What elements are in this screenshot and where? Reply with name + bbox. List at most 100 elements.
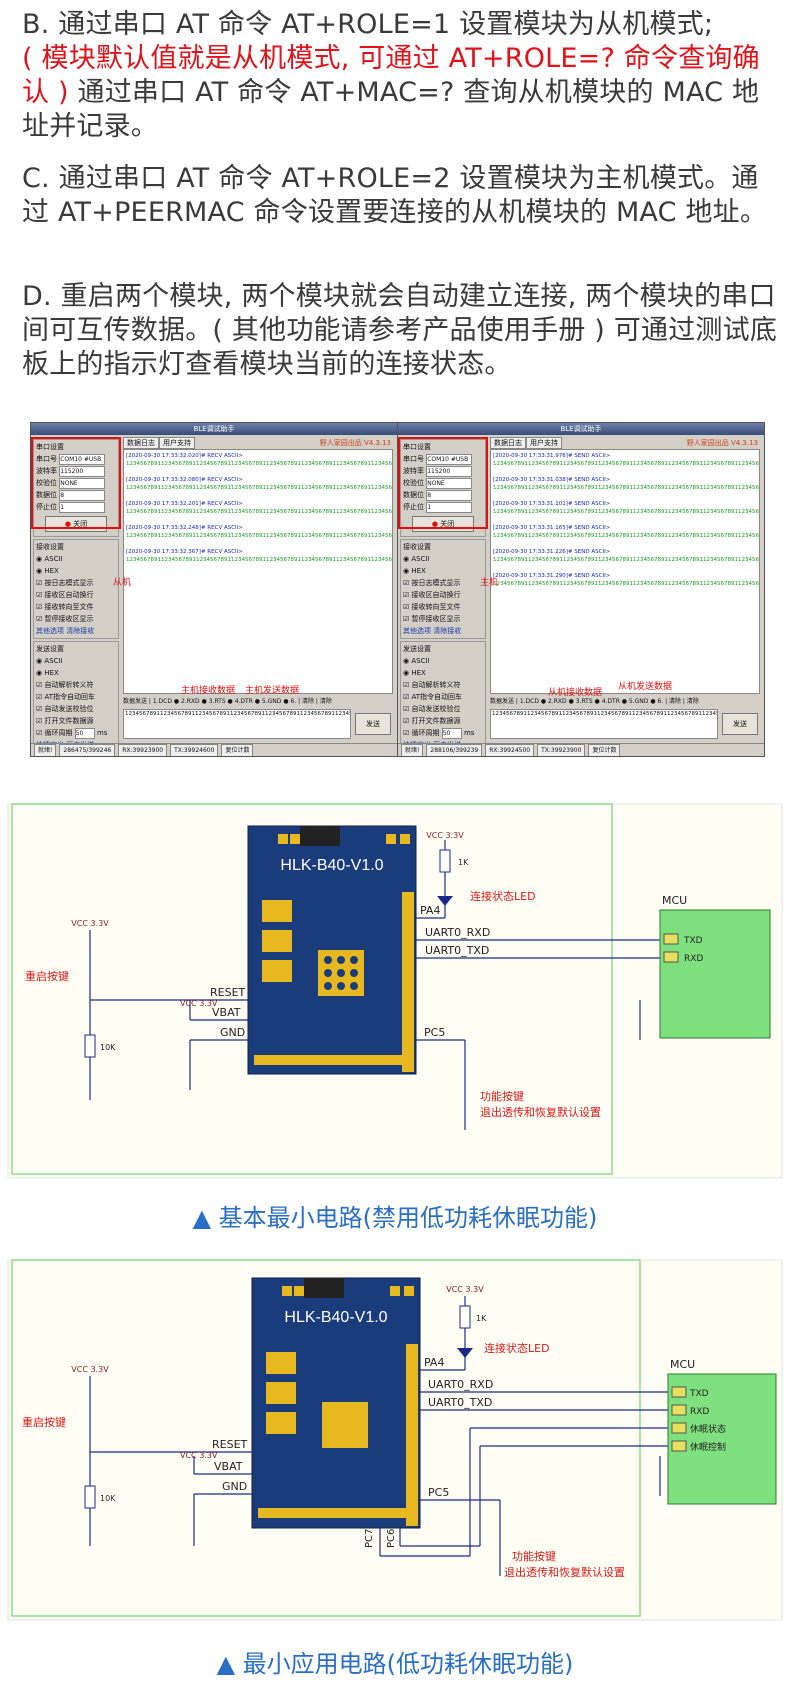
func-key-label-2: 功能按键 <box>512 1549 556 1563</box>
brand-label: 野人家园出品 V4.3.13 <box>686 439 758 447</box>
recv-option[interactable]: ☑ 暂停接收区显示 <box>36 615 94 623</box>
caption-application-circuit: ▲ 最小应用电路(低功耗休眠功能) <box>216 1650 574 1678</box>
send-button[interactable]: 发送 <box>355 713 391 735</box>
recv-option[interactable]: ☑ 接收区自动换行 <box>403 591 461 599</box>
recv-option[interactable]: ◉ HEX <box>36 567 59 575</box>
send-toolbar[interactable]: 数据发送 | 1.DCD ● 2.RXD ● 3.RTS ● 4.DTR ● 5… <box>123 698 332 705</box>
reset-key-label-2: 重启按键 <box>22 1415 66 1429</box>
recv-option[interactable]: ☑ 按日志模式显示 <box>403 579 461 587</box>
module-label-1: HLK-B40-V1.0 <box>280 857 383 874</box>
send-option[interactable]: ◉ ASCII <box>403 657 430 665</box>
send-button[interactable]: 发送 <box>722 713 758 735</box>
port-setting-row[interactable]: 串口号 COM10 #USB <box>403 453 483 465</box>
module-label-2: HLK-B40-V1.0 <box>284 1309 387 1326</box>
vcc-label-2: VCC 3.3V <box>180 999 218 1008</box>
vcc-label-5: VCC 3.3V <box>180 1451 218 1460</box>
mcu2-pin-sleep-state: 休眠状态 <box>690 1423 726 1435</box>
mcu2-pin-sleep-ctrl: 休眠控制 <box>690 1441 726 1453</box>
port-highlight-box <box>31 437 121 529</box>
send-option[interactable]: ☑ 自动解析转义符 <box>403 681 461 689</box>
mcu2-pin-rxd: RXD <box>690 1407 709 1417</box>
port-setting-row[interactable]: 校验位 NONE <box>36 477 116 489</box>
mcu-label-2: MCU <box>670 1358 695 1371</box>
anno-slave: 从机 <box>113 578 132 588</box>
reset-key-label: 重启按键 <box>25 969 69 983</box>
r1-label-2: 1K <box>476 1314 487 1323</box>
send-toolbar[interactable]: 数据发送 | 1.DCD ● 2.RXD ● 3.RTS ● 4.DTR ● 5… <box>490 698 699 705</box>
send-option[interactable]: ☑ 循环周期 50 ms <box>403 727 475 739</box>
port-setting-row[interactable]: 波特率 115200 <box>36 465 116 477</box>
port-setting-row[interactable]: 校验位 NONE <box>403 477 483 489</box>
port-setting-row[interactable]: 波特率 115200 <box>403 465 483 477</box>
window-title: BLE调试助手 <box>31 423 397 435</box>
recv-option[interactable]: ◉ HEX <box>403 567 426 575</box>
send-input[interactable]: 1234567891123456789112345678911234567891… <box>123 709 351 739</box>
txd-label: UART0_TXD <box>425 944 489 957</box>
recv-option[interactable]: ☑ 接收区自动换行 <box>36 591 94 599</box>
paragraph-d: D. 重启两个模块, 两个模块就会自动建立连接, 两个模块的串口间可互传数据。(… <box>22 281 778 380</box>
port-setting-row[interactable]: 停止位 1 <box>403 501 483 513</box>
func-key-label: 功能按键 <box>480 1089 524 1103</box>
send-option[interactable]: ☑ 自动解析转义符 <box>36 681 94 689</box>
recv-option[interactable]: ☑ 接收转向至文件 <box>403 603 461 611</box>
vbat-label: VBAT <box>212 1006 241 1019</box>
port-setting-row[interactable]: 停止位 1 <box>36 501 116 513</box>
send-option[interactable]: ◉ HEX <box>36 669 59 677</box>
send-option[interactable]: ◉ ASCII <box>36 657 63 665</box>
anno-recv: 从机接收数据 <box>548 688 603 698</box>
anno-send: 从机发送数据 <box>618 682 673 692</box>
send-settings-group: 发送设置◉ ASCII◉ HEX☑ 自动解析转义符☑ AT指令自动回车☑ 自动发… <box>33 641 119 753</box>
mcu-pin-rxd: RXD <box>684 954 703 964</box>
pcb-module-1: HLK-B40-V1.0 <box>247 825 417 1075</box>
vcc-label-1: VCC 3.3V <box>426 831 464 840</box>
pa4-label: PA4 <box>420 904 440 917</box>
port-setting-row[interactable]: 数据位 8 <box>36 489 116 501</box>
send-option[interactable]: ☑ AT指令自动回车 <box>403 693 463 701</box>
recv-option[interactable]: ◉ ASCII <box>36 555 63 563</box>
receive-log[interactable]: [2020-09-30 17:33:31.976]# SEND ASCII>12… <box>490 449 760 694</box>
vcc-label-6: VCC 3.3V <box>71 1365 109 1374</box>
pc6-label: PC6 <box>386 1529 397 1548</box>
led-label-2: 连接状态LED <box>484 1341 550 1355</box>
basic-minimal-circuit: HLK-B40-V1.0 VCC 3.3V 1K 10K 连接状态LED PA4… <box>7 803 783 1179</box>
txd-label-2: UART0_TXD <box>428 1396 492 1409</box>
port-setting-row[interactable]: 数据位 8 <box>403 489 483 501</box>
recv-settings-group: 接收设置◉ ASCII◉ HEX☑ 按日志模式显示☑ 接收区自动换行☑ 接收转向… <box>33 539 119 639</box>
recv-option[interactable]: ☑ 暂停接收区显示 <box>403 615 461 623</box>
recv-option[interactable]: ☑ 接收转向至文件 <box>36 603 94 611</box>
send-option[interactable]: ☑ 打开文件数据源 <box>403 717 461 725</box>
anno-master: 主机 <box>480 578 499 588</box>
log-tabs[interactable]: 数据日志用户支持 <box>123 437 195 449</box>
b-red-note: ( 模块默认值就是从机模式, 可通过 AT+ROLE=? 命令查询确认 ) <box>22 43 760 108</box>
recv-option[interactable]: ☑ 按日志模式显示 <box>36 579 94 587</box>
send-option[interactable]: ☑ 自动发送校验位 <box>36 705 94 713</box>
send-option[interactable]: ☑ 自动发送校验位 <box>403 705 461 713</box>
b-rest: 通过串口 AT 命令 AT+MAC=? 查询从机模块的 MAC 地址并记录。 <box>22 77 760 142</box>
pc7-label: PC7 <box>364 1529 375 1548</box>
window-title: BLE调试助手 <box>398 423 764 435</box>
send-option[interactable]: ☑ 循环周期 50 ms <box>36 727 108 739</box>
send-input[interactable]: 1234567891123456789112345678911234567891… <box>490 709 718 739</box>
receive-log[interactable]: [2020-09-30 17:33:32.020]# RECV ASCII>12… <box>123 449 393 694</box>
minimal-application-circuit: HLK-B40-V1.0 VCC 3.3V 1K 10K 连接状态LED PA4… <box>7 1259 783 1621</box>
paragraph-b: B. 通过串口 AT 命令 AT+ROLE=1 设置模块为从机模式; ( 模块默… <box>22 8 782 144</box>
recv-settings-group: 接收设置◉ ASCII◉ HEX☑ 按日志模式显示☑ 接收区自动换行☑ 接收转向… <box>400 539 486 639</box>
recv-option[interactable]: ◉ ASCII <box>403 555 430 563</box>
pc5-label-2: PC5 <box>428 1486 449 1499</box>
pc5-label: PC5 <box>424 1026 445 1039</box>
r1-label: 1K <box>458 858 469 867</box>
port-setting-row[interactable]: 串口号 COM10 #USB <box>36 453 116 465</box>
reset-label: RESET <box>210 986 246 999</box>
send-option[interactable]: ◉ HEX <box>403 669 426 677</box>
b-line1: B. 通过串口 AT 命令 AT+ROLE=1 设置模块为从机模式; <box>22 9 714 40</box>
r2-label-2: 10K <box>100 1494 116 1503</box>
send-option[interactable]: ☑ AT指令自动回车 <box>36 693 96 701</box>
log-tabs[interactable]: 数据日志用户支持 <box>490 437 562 449</box>
send-option[interactable]: ☑ 打开文件数据源 <box>36 717 94 725</box>
anno-send: 主机发送数据 <box>245 686 300 696</box>
